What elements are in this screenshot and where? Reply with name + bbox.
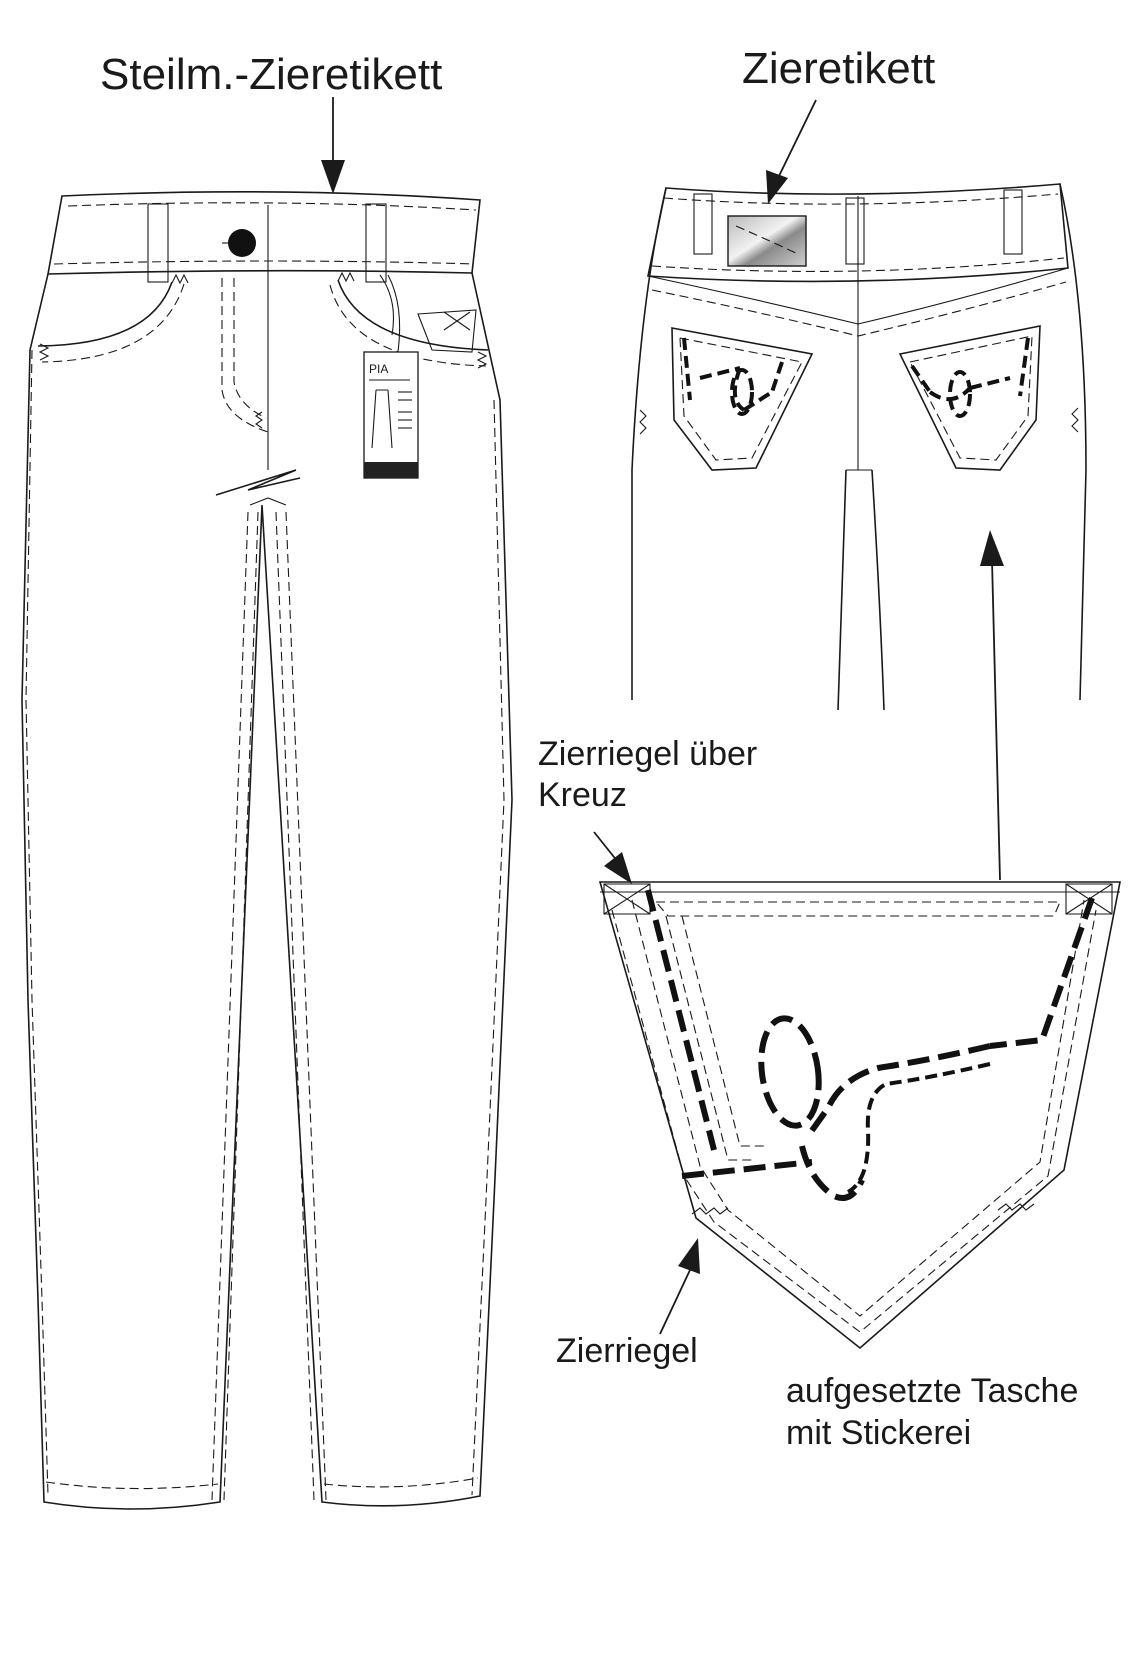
cross-tack-left [603,883,651,915]
back-view-jeans [631,183,1087,711]
hangtag: PIA [363,274,419,479]
belt-loop [147,203,169,283]
label-cross-tack-line2: Kreuz [538,776,627,814]
label-bartack: Zierriegel [556,1332,698,1370]
belt-loop [693,193,713,255]
hangtag-brand: PIA [369,362,388,376]
front-view-jeans: PIA [21,191,513,1510]
front-pocket-left [37,281,173,347]
belt-loop [365,203,387,283]
front-outline [21,272,513,1510]
back-pocket-left [671,327,814,471]
belt-loop [1003,189,1023,255]
arrow-bartack [659,1238,700,1335]
arrow-detail-to-pocket [980,530,1004,881]
embroidery [645,889,1095,1201]
coin-pocket [417,309,477,353]
front-button [228,229,256,257]
label-cross-tack-line1: Zierriegel über [538,735,757,773]
decorative-label-metal [727,215,807,267]
label-decorative-tag: Zieretikett [742,44,935,93]
front-pocket-right [337,279,489,351]
label-patch-pocket-line1: aufgesetzte Tasche [786,1372,1078,1410]
arrow-back-label [766,99,817,204]
arrow-front-label [321,97,345,194]
bartack-left [691,1207,729,1215]
label-patch-pocket-line2: mit Stickerei [786,1414,971,1452]
bartack-right [997,1203,1035,1211]
label-front-decorative-tag: Steilm.-Zieretikett [100,50,442,99]
back-pocket-right [898,325,1041,471]
belt-loop [845,197,865,265]
arrow-cross-tack [593,831,632,884]
fly-stitching [221,278,269,433]
pocket-detail-outline [598,881,1121,1350]
pocket-detail-enlarged [598,881,1121,1350]
